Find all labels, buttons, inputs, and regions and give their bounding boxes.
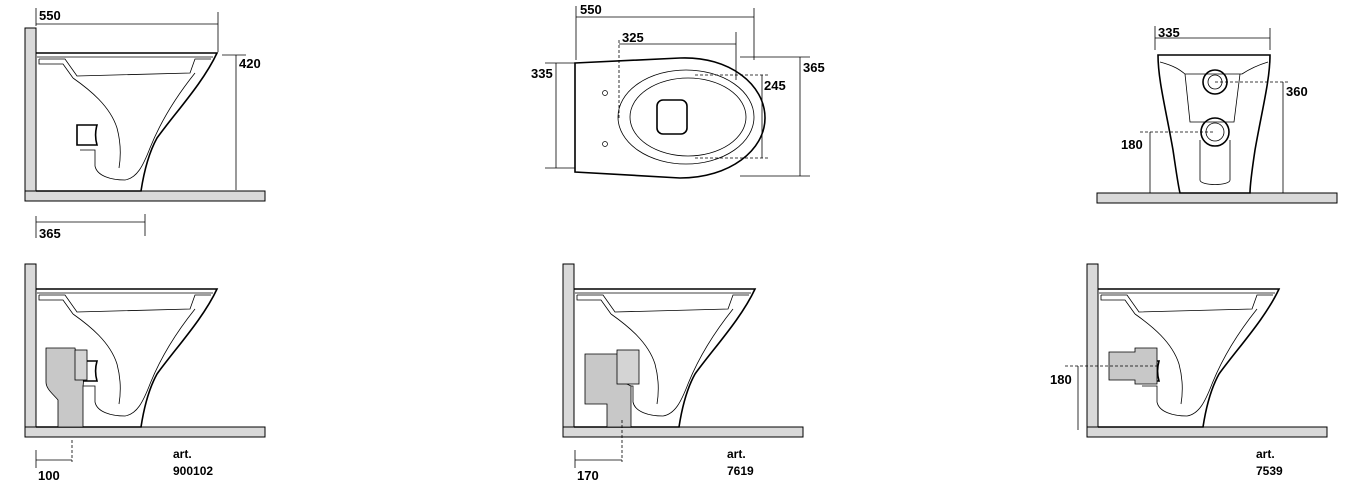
dim-plan-width: 550 bbox=[580, 2, 602, 17]
dim-p3-height: 180 bbox=[1050, 372, 1072, 387]
side-view-pan-7539 bbox=[1086, 263, 1328, 438]
plan-view: 550 325 335 245 365 bbox=[531, 2, 825, 179]
dim-plan-total-depth: 365 bbox=[803, 60, 825, 75]
art-code-900102: 900102 bbox=[173, 464, 213, 478]
back-view: 335 360 180 bbox=[1096, 25, 1338, 204]
dim-plan-depth: 335 bbox=[531, 66, 553, 81]
art-label-3: art. bbox=[1256, 447, 1275, 461]
art-label-2: art. bbox=[727, 447, 746, 461]
side-view-pan-900102-dims: 100 art. 900102 bbox=[35, 440, 213, 483]
dim-back-outlet: 180 bbox=[1121, 137, 1143, 152]
side-view-pan-900102 bbox=[24, 263, 266, 438]
dim-plan-seat: 325 bbox=[622, 30, 644, 45]
dim-back-width: 335 bbox=[1158, 25, 1180, 40]
dim-p2-offset: 170 bbox=[577, 468, 599, 483]
side-view-pan-7619 bbox=[562, 263, 804, 438]
dim-plan-bowl-depth: 245 bbox=[764, 78, 786, 93]
art-label-1: art. bbox=[173, 447, 192, 461]
side-view-top-dims: 550 420 365 bbox=[35, 8, 261, 241]
side-view-top bbox=[24, 27, 266, 202]
art-code-7539: 7539 bbox=[1256, 464, 1283, 478]
side-view-pan-7619-dims: 170 art. 7619 bbox=[574, 420, 754, 483]
dim-side-outlet: 365 bbox=[39, 226, 61, 241]
dim-back-height: 360 bbox=[1286, 84, 1308, 99]
art-code-7619: 7619 bbox=[727, 464, 754, 478]
dim-side-width: 550 bbox=[39, 8, 61, 23]
dim-side-height: 420 bbox=[239, 56, 261, 71]
side-view-pan-7539-dims: 180 art. 7539 bbox=[1050, 365, 1283, 478]
dim-p1-offset: 100 bbox=[38, 468, 60, 483]
